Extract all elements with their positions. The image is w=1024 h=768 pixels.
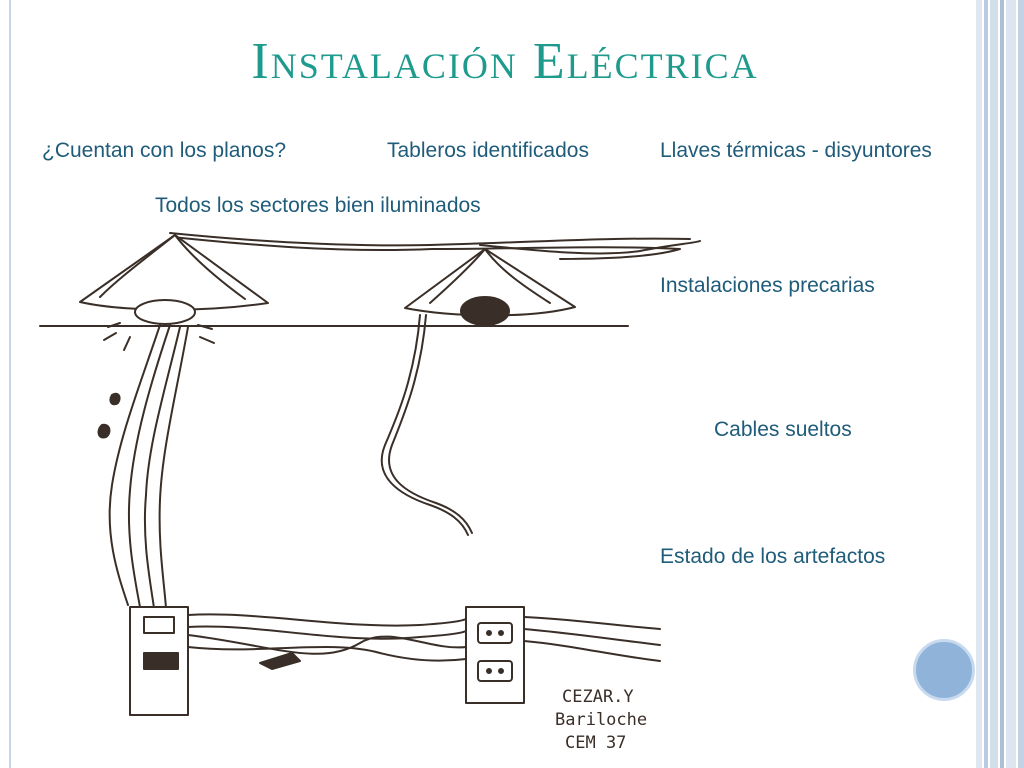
wall-cable-3 — [143, 326, 181, 609]
decorative-circle — [913, 639, 975, 701]
lamp-1-shade-line — [174, 234, 246, 300]
label-llaves: Llaves térmicas - disyuntores — [660, 139, 932, 162]
lamp-1-shade-line — [99, 234, 176, 298]
loose-cable-2 — [388, 314, 473, 534]
lamp-1-bulb — [134, 299, 196, 325]
signature-line-3: CEM 37 — [565, 733, 626, 753]
label-sectores: Todos los sectores bien iluminados — [155, 194, 481, 217]
switch-dark-panel — [143, 652, 179, 670]
overhead-cable-3 — [479, 240, 701, 255]
wall-cable-1 — [108, 324, 161, 606]
lamp-1-shade — [79, 234, 269, 311]
cable-splice — [259, 652, 301, 670]
lamp-2-dark-bulb — [460, 296, 510, 326]
wall-cable-4 — [158, 326, 189, 609]
horizontal-cable-1 — [187, 613, 467, 627]
right-decorative-stripes — [976, 0, 1024, 768]
loose-cable-1 — [380, 314, 469, 536]
label-precarias: Instalaciones precarias — [660, 274, 875, 297]
outlet-1 — [477, 622, 513, 644]
outlet-box — [465, 606, 525, 704]
outlet-2 — [477, 660, 513, 682]
wall-cable-2 — [127, 324, 171, 608]
label-tableros: Tableros identificados — [387, 139, 589, 162]
overhead-cable-1 — [169, 232, 691, 247]
switch-toggle — [143, 616, 175, 634]
label-cables: Cables sueltos — [714, 418, 852, 441]
left-frame-line — [9, 0, 11, 768]
label-planos: ¿Cuentan con los planos? — [42, 139, 286, 162]
signature-line-2: Bariloche — [555, 710, 647, 730]
artist-signature: CEZAR.Y Bariloche CEM 37 — [555, 687, 647, 753]
horizontal-cable-3 — [187, 634, 467, 655]
horizontal-cable-4 — [187, 646, 467, 662]
signature-line-1: CEZAR.Y — [562, 687, 634, 707]
horizontal-cable-2 — [187, 625, 467, 640]
label-artefactos: Estado de los artefactos — [660, 545, 886, 568]
slide-title: Instalación Eléctrica — [251, 33, 759, 90]
electrical-installation-drawing: CEZAR.Y Bariloche CEM 37 — [39, 232, 701, 753]
outlet-cable-1 — [523, 616, 661, 630]
